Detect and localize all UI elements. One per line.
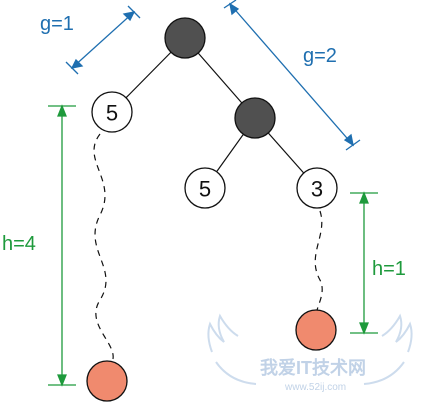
right-leaf-node [295,309,337,351]
left-leaf-node [86,360,128,402]
watermark-text: 我爱IT技术网 [260,357,366,378]
right-left-grandchild-label: 5 [199,177,211,202]
g-left-dimension [65,5,141,75]
tree-nodes [86,17,338,402]
h-right-dimension [350,191,378,335]
tree-edges [112,37,318,189]
root-node [164,17,206,59]
dashed-path-right [314,210,323,315]
h-right-label: h=1 [372,258,406,280]
watermark-url: www.52ij.com [284,382,346,393]
g-left-label: g=1 [40,13,74,35]
right-right-grandchild-label: 3 [311,177,323,202]
watermark: 我爱IT技术网 www.52ij.com [207,313,413,393]
watermark-wings-logo [207,313,413,385]
g-right-dimension [223,0,361,151]
right-child-node [234,97,276,139]
g-right-label: g=2 [303,45,337,67]
left-child-label: 5 [106,101,118,126]
left-child-node [91,91,133,133]
right-right-grandchild-node [296,167,338,209]
dashed-paths [93,133,323,363]
right-left-grandchild-node [184,167,226,209]
dashed-path-left [93,133,114,363]
h-left-dimension [48,104,76,387]
h-left-label: h=4 [2,233,36,255]
